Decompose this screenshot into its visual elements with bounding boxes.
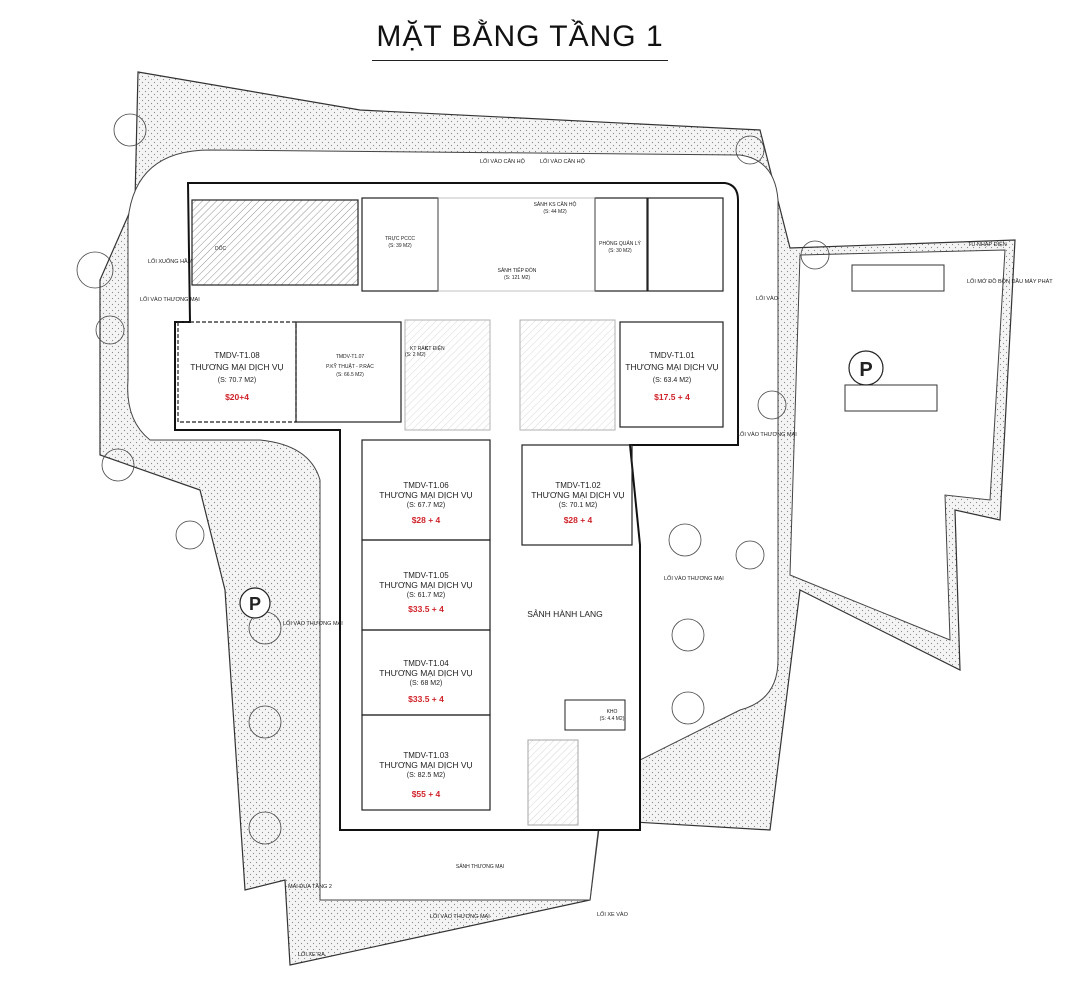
- unit-name: THƯƠNG MẠI DỊCH VỤ: [379, 580, 472, 590]
- kho-label: KHO: [607, 709, 618, 715]
- unit-code: TMDV-T1.08: [214, 351, 260, 360]
- access-label: TỦ NHẬP ĐIỆN: [968, 240, 1007, 248]
- unit-price: $28 + 4: [412, 515, 441, 525]
- access-label: LỐI XUỐNG HẦM: [148, 258, 193, 265]
- access-label: LỐI VÀO THƯƠNG MẠI: [430, 913, 490, 920]
- unit-code: TMDV-T1.07: [336, 354, 365, 360]
- unit-code: TMDV-T1.04: [403, 659, 449, 668]
- access-label: LỐI VÀO THƯƠNG MẠI: [664, 575, 724, 582]
- unit-price: $55 + 4: [412, 789, 441, 799]
- unit-area: (S: 63.4 M2): [653, 377, 692, 384]
- parking-pad: [844, 384, 938, 412]
- access-label: LỐI MỞ ĐỒ BỒN DẦU MÁY PHÁT: [967, 278, 1053, 285]
- core-right: [519, 319, 616, 431]
- unit-area: (S: 70.1 M2): [559, 502, 598, 509]
- access-label: LỐI VÀO THƯƠNG MẠI: [140, 296, 200, 303]
- title-underline: [372, 60, 668, 61]
- phong-quan-ly-label: PHÒNG QUẢN LÝ: [599, 240, 641, 247]
- parking-marker-east: P: [848, 350, 884, 386]
- page-title: MẶT BẰNG TẦNG 1: [376, 20, 664, 53]
- generator-pad: [851, 264, 945, 292]
- unit-price: $20+4: [225, 392, 249, 402]
- east-parking-area: [789, 249, 1006, 641]
- access-label: LỐI XE VÀO: [597, 911, 629, 918]
- sanh-tiep-don-label: SẢNH TIẾP ĐÓN: [498, 267, 537, 274]
- unit-code: TMDV-T1.05: [403, 571, 449, 580]
- access-label: MÁI ĐUA TẦNG 2: [288, 883, 332, 890]
- unit-code: TMDV-T1.03: [403, 751, 449, 760]
- unit-area: (S: 67.7 M2): [407, 502, 446, 509]
- unit-t103-box: [361, 714, 491, 811]
- unit-price: $17.5 + 4: [654, 392, 690, 402]
- parking-marker-west: P: [239, 587, 271, 619]
- stair-core-ne: [647, 197, 724, 292]
- unit-name: THƯƠNG MẠI DỊCH VỤ: [379, 490, 472, 500]
- unit-price: $33.5 + 4: [408, 694, 444, 704]
- access-label: LỐI VÀO THƯƠNG MẠI: [283, 620, 343, 627]
- svg-text:P: P: [859, 359, 872, 381]
- unit-code: TMDV-T1.06: [403, 481, 449, 490]
- sanh-thuong-mai-label: SẢNH THƯƠNG MẠI: [456, 863, 504, 870]
- kt-rac-area: (S: 2 M2): [405, 352, 426, 358]
- sanh-ks-area: (S: 44 M2): [543, 209, 567, 215]
- unit-name: THƯƠNG MẠI DỊCH VỤ: [625, 362, 718, 372]
- unit-t101-box: [619, 321, 724, 428]
- ramp-label: DỐC: [215, 245, 227, 252]
- access-label: LỐI VÀO CĂN HỘ: [480, 158, 526, 165]
- unit-name: THƯƠNG MẠI DỊCH VỤ: [531, 490, 624, 500]
- access-label: LỐI XE RA: [298, 951, 325, 958]
- unit-area: (S: 66.5 M2): [336, 372, 364, 378]
- unit-area: (S: 61.7 M2): [407, 592, 446, 599]
- unit-t107-box: [295, 321, 402, 423]
- unit-code: TMDV-T1.02: [555, 481, 601, 490]
- kho-area: (S: 4.4 M2): [600, 716, 625, 722]
- unit-name: P.KỸ THUẬT - P.RÁC: [326, 363, 374, 370]
- unit-price: $33.5 + 4: [408, 604, 444, 614]
- core-left: [404, 319, 491, 431]
- svg-text:P: P: [249, 594, 261, 614]
- sanh-hanh-lang-label: SẢNH HÀNH LANG: [527, 608, 603, 619]
- stair-core-s: [527, 739, 579, 826]
- unit-price: $28 + 4: [564, 515, 593, 525]
- truc-pccc-label: TRỰC PCCC: [385, 236, 415, 242]
- unit-area: (S: 82.5 M2): [407, 772, 446, 779]
- unit-area: (S: 68 M2): [410, 680, 443, 687]
- access-label: LỐI VÀO THƯƠNG MẠI: [737, 431, 797, 438]
- kho-room: [564, 699, 626, 731]
- unit-code: TMDV-T1.01: [649, 351, 695, 360]
- unit-name: THƯƠNG MẠI DỊCH VỤ: [190, 362, 283, 372]
- unit-name: THƯƠNG MẠI DỊCH VỤ: [379, 760, 472, 770]
- unit-t102-box: [521, 444, 633, 546]
- truc-pccc-area: (S: 39 M2): [388, 243, 412, 249]
- access-label: LỐI VÀO: [756, 295, 779, 302]
- unit-area: (S: 70.7 M2): [218, 377, 257, 384]
- kt-dien-label: KT ĐIỆN: [425, 344, 445, 352]
- ramp-area: [191, 199, 359, 286]
- unit-name: THƯƠNG MẠI DỊCH VỤ: [379, 668, 472, 678]
- sanh-ks-label: SẢNH KS CĂN HỘ: [534, 201, 577, 208]
- phong-quan-ly-area: (S: 30 M2): [608, 248, 632, 254]
- access-label: LỐI VÀO CĂN HỘ: [540, 158, 586, 165]
- sanh-tiep-don-area: (S: 121 M2): [504, 275, 530, 281]
- sanh-tiep-don: [437, 197, 596, 292]
- kt-rac-label: KT RÁC: [410, 345, 429, 352]
